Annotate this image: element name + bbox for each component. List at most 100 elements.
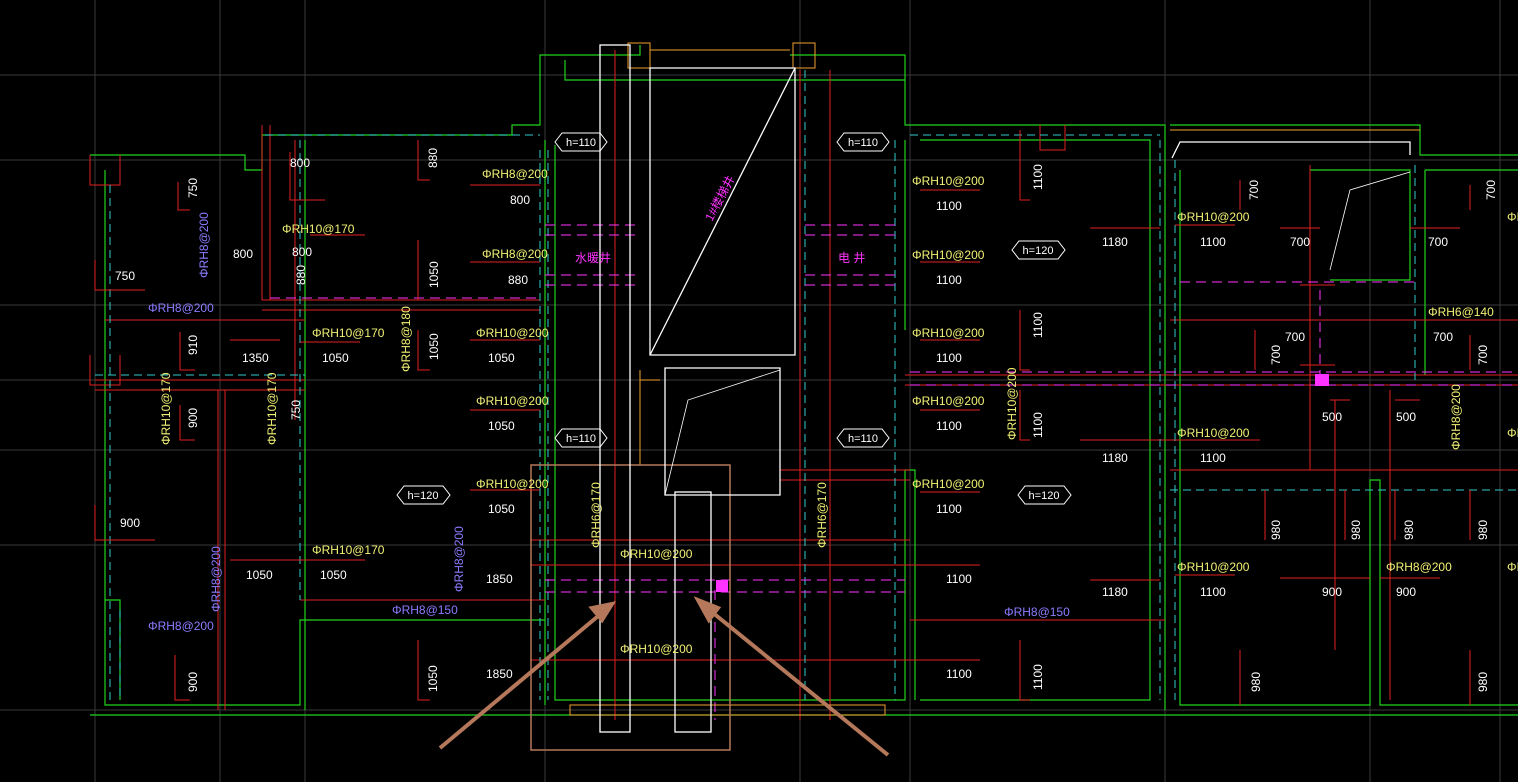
rebar-label: ΦRH10@200 [476,477,549,491]
dim-label: 1100 [1200,235,1226,249]
dim-label: 880 [508,273,528,287]
dim-label: 1350 [242,351,269,365]
rebar-label-blue: ΦRH8@150 [1004,605,1070,619]
dim-label: 1100 [946,667,972,681]
rebar-label-blue: ΦRH8@200 [148,619,214,633]
rebar-label: ΦRH10@200 [1507,560,1518,574]
rebar-label: ΦRH8@200 [1386,560,1452,574]
tag-shape-4 [836,428,890,448]
dim-label: 980 [1476,520,1490,540]
dim-label: 1100 [936,502,962,516]
magenta-dashed-lines [270,224,1518,720]
dim-label: 700 [1433,330,1453,344]
dim-label: 910 [186,335,200,355]
dim-label: 1050 [320,568,347,582]
dim-label: 800 [290,156,310,170]
rebar-label: ΦRH6@140 [1428,305,1494,319]
dim-label: 900 [1396,585,1416,599]
rebar-label: ΦRH10@200 [1507,210,1518,224]
dim-label: 1050 [426,665,440,692]
dim-label: 1180 [1102,451,1128,465]
arrow-right [705,606,890,757]
dim-label: 980 [1402,520,1416,540]
slab-tag-labels: h=110 h=110 h=110 h=110 h=120 h=120 h=12… [408,137,1060,502]
dim-label: 1050 [246,568,273,582]
dim-label: 1100 [936,199,962,213]
dim-label: 1050 [427,261,441,288]
rebar-label-vertical: ΦRH6@170 [815,482,829,548]
dim-label: 800 [292,245,312,259]
rebar-label-vertical: ΦRH8@180 [399,306,413,372]
dim-label: 980 [1269,520,1283,540]
rebar-labels-blue: ΦRH8@200 ΦRH8@200 ΦRH8@150 ΦRH8@150 ΦRH8… [148,212,1070,633]
rebar-label: ΦRH10@200 [912,248,985,262]
magenta-marker-1 [1315,374,1329,386]
slab-tag-h120-mid: h=120 [1023,245,1054,257]
dim-label: 750 [289,400,303,420]
dim-label: 750 [115,269,135,283]
arrow-left [438,610,605,750]
dim-label: 1050 [322,351,349,365]
rebar-label-vertical: ΦRH10@200 [1005,367,1019,440]
rebar-label: ΦRH10@200 [620,547,693,561]
water-shaft-label: 水暖井 [575,251,611,265]
rebar-label: ΦRH8@200 [482,247,548,261]
rebar-label-blue-vertical: ΦRH8@200 [197,212,211,278]
arrow-left-head [588,601,617,624]
rebar-label-vertical: ΦRH10@170 [159,372,173,445]
rebar-label: ΦRH10@200 [912,326,985,340]
dim-brackets [94,130,1490,705]
cyan-dashed-lines [95,70,1518,700]
dim-label: 1100 [1200,451,1226,465]
dim-label: 1100 [936,419,962,433]
annotation-arrows [438,596,890,757]
rebar-label: ΦRH10@200 [620,642,693,656]
dim-label: 880 [426,148,440,168]
dim-label: 1180 [1102,235,1128,249]
dim-label: 700 [1285,330,1305,344]
rebar-labels-yellow: ΦRH8@200 ΦRH8@200 ΦRH10@170 ΦRH10@170 ΦR… [159,167,1518,656]
rebar-label: ΦRH10@170 [312,543,385,557]
tag-shape-2 [836,132,890,152]
dimension-labels: 800 750 880 800 800 880 1050 750 910 135… [115,148,1498,692]
slab-tag-h110-tr: h=110 [848,137,878,149]
dim-label: 1050 [427,333,441,360]
dim-label: 700 [1269,345,1283,365]
dim-label: 1050 [488,351,515,365]
rebar-label: ΦRH10@200 [476,326,549,340]
rebar-label-blue: ΦRH8@200 [148,301,214,315]
rebar-label-vertical: ΦRH10@170 [265,372,279,445]
tag-shape-1 [554,132,608,152]
tag-shape-3 [554,428,608,448]
rebar-label: ΦRH10@200 [1507,426,1518,440]
rebar-label: ΦRH10@200 [912,477,985,491]
dim-label: 1100 [936,351,962,365]
rebar-label: ΦRH10@200 [476,394,549,408]
dim-label: 980 [1476,672,1490,692]
dim-label: 700 [1476,345,1490,365]
arrow-right-head [693,596,722,624]
rebar-label: ΦRH10@170 [312,326,385,340]
dim-label: 500 [1396,410,1416,424]
slab-tag-h110-bl: h=110 [566,433,596,445]
rebar-label-vertical: ΦRH6@170 [589,482,603,548]
dim-label: 1050 [488,419,515,433]
dim-label: 1050 [488,502,515,516]
room-labels: 1#楼梯井 水暖井 电 井 [575,173,865,265]
dim-label: 1180 [1102,585,1128,599]
slab-tags [396,132,1072,505]
dim-label: 1100 [936,273,962,287]
tag-shape-7 [1011,240,1066,260]
dim-label: 700 [1484,180,1498,200]
dim-label: 1100 [1031,412,1045,438]
rebar-label: ΦRH10@200 [1177,560,1250,574]
dim-label: 1850 [486,572,513,586]
rebar-label-blue-vertical: ΦRH8@200 [452,526,466,592]
dim-label: 1850 [486,667,513,681]
dim-label: 1100 [1031,312,1045,338]
dim-label: 700 [1247,180,1261,200]
dim-label: 900 [1322,585,1342,599]
